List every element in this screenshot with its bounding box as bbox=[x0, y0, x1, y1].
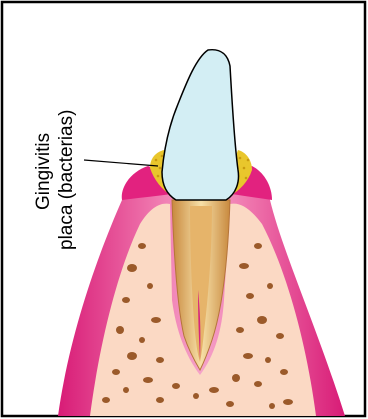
label-gingivitis: Gingivitis bbox=[33, 133, 54, 210]
label-plaque-bacteria: placa (bacterias) bbox=[56, 110, 77, 250]
